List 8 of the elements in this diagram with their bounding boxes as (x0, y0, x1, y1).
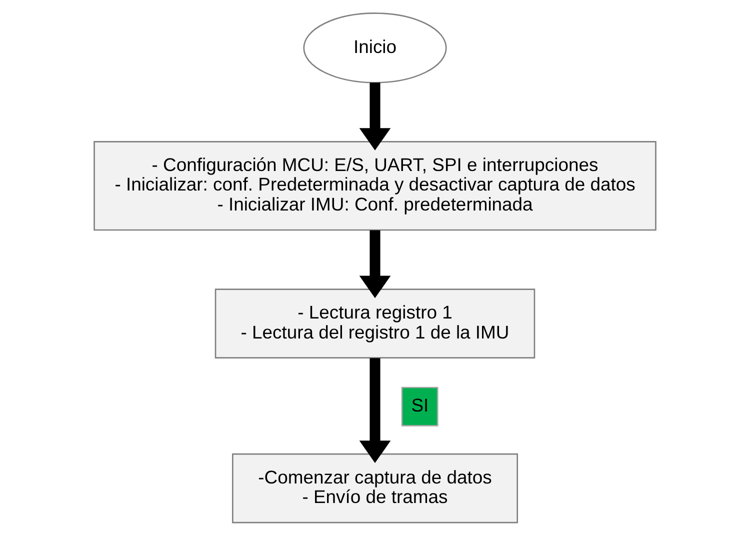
node-box: -Comenzar captura de datos - Envío de tramas (232, 453, 518, 524)
node-ellipse: Inicio (302, 12, 446, 84)
arrow (358, 230, 390, 298)
arrow (358, 82, 390, 150)
edge-label: SI (410, 394, 428, 416)
arrow (358, 358, 390, 464)
node-box: - Configuración MCU: E/S, UART, SPI e interrupciones - Inicializar: conf. Predeterminada y desactivar captura de datos - Inicializar IMU: Conf. predeterminada (93, 141, 656, 231)
node-box: - Lectura registro 1 - Lectura del registro 1 de la IMU (214, 288, 535, 358)
